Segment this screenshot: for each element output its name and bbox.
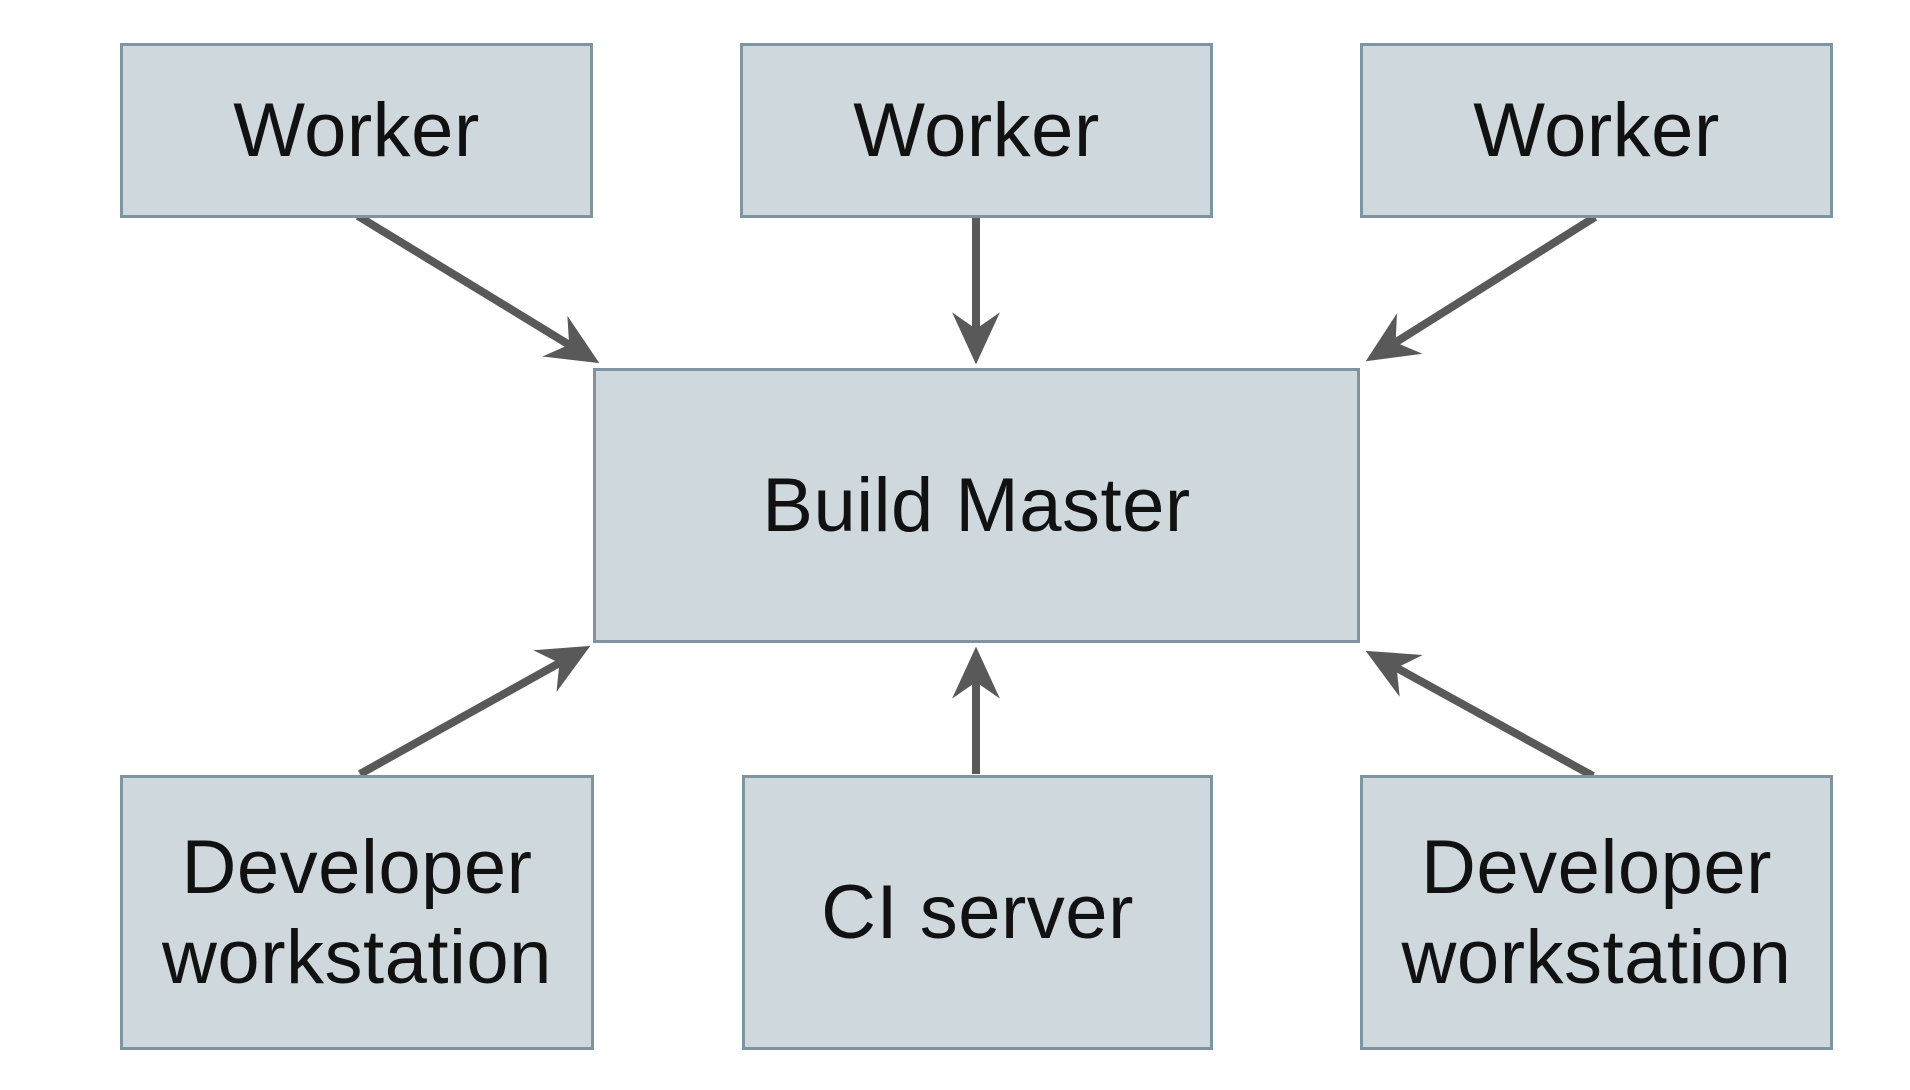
node-label: Developer: [181, 824, 533, 910]
node-worker-3: Worker: [1360, 43, 1833, 218]
node-label: Worker: [1473, 87, 1720, 173]
arrow-worker-3-to-build-master: [1365, 213, 1598, 362]
arrow-worker-1-to-build-master: [355, 212, 600, 364]
node-label: Worker: [233, 87, 480, 173]
node-build-master: Build Master: [593, 368, 1360, 643]
node-worker-1: Worker: [120, 43, 593, 218]
arrow-developer-workstation-right-to-build-master: [1365, 650, 1595, 780]
node-label: Build Master: [762, 462, 1191, 548]
node-label: Worker: [853, 87, 1100, 173]
node-label: workstation: [162, 914, 552, 1000]
node-ci-server: CI server: [742, 775, 1213, 1050]
node-label: CI server: [821, 869, 1134, 955]
node-worker-2: Worker: [740, 43, 1213, 218]
arrow-developer-workstation-left-to-build-master: [358, 645, 591, 778]
node-label: Developer: [1421, 824, 1772, 910]
node-label: workstation: [1401, 914, 1792, 1000]
